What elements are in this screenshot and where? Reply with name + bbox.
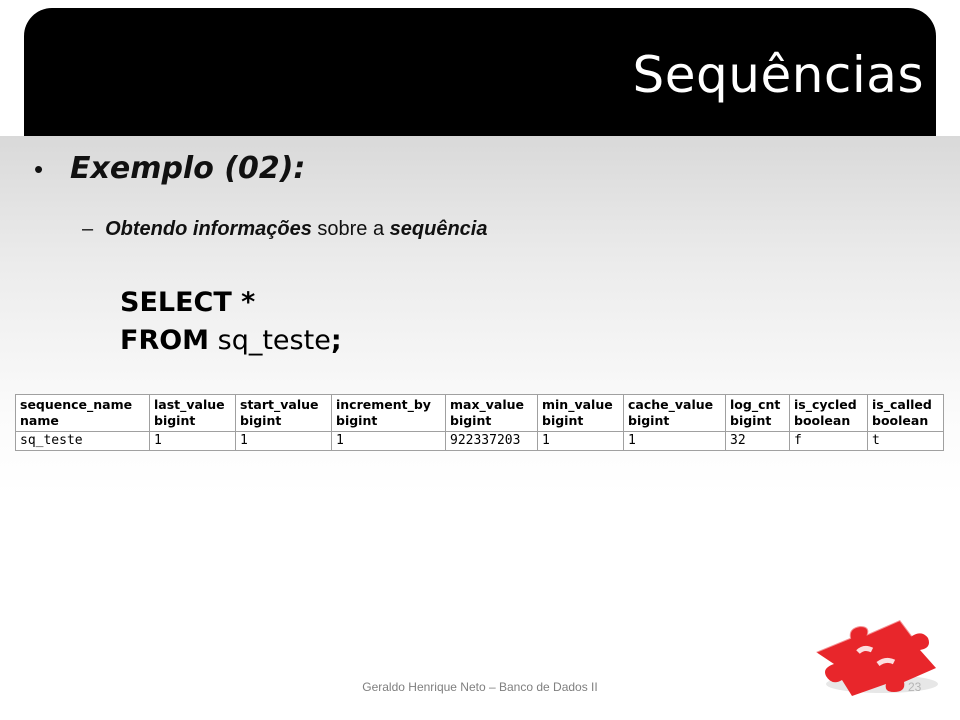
dash-icon: – [82,218,94,240]
from-keyword: FROM [120,325,210,356]
title-bar: Sequências [24,8,936,136]
sub-bullet-connector: sobre a [311,218,390,240]
table-cell[interactable]: 1 [331,431,446,451]
sub-bullet: –Obtendo informações sobre a sequência [82,218,487,241]
table-cell[interactable]: 1 [149,431,236,451]
code-line-1: SELECT * [120,284,342,322]
puzzle-piece-logo-icon [815,618,938,696]
table-identifier: sq_teste [209,325,331,356]
bullet-dot-icon: • [34,154,44,184]
table-row[interactable]: sq_teste 1 1 1 922337203 1 1 32 f t [15,431,944,451]
table-cell[interactable]: 1 [235,431,332,451]
table-cell[interactable]: f [789,431,868,451]
sub-bullet-emphasis-2: sequência [389,218,488,240]
table-cell[interactable]: 1 [623,431,726,451]
select-keyword: SELECT * [120,287,256,318]
table-cell[interactable]: sq_teste [15,431,150,451]
sub-bullet-emphasis-1: Obtendo informações [105,218,312,240]
slide-title: Sequências [632,46,924,104]
statement-terminator: ; [330,325,342,356]
code-line-2: FROM sq_teste; [120,322,342,360]
table-cell[interactable]: 1 [537,431,624,451]
footer-text: Geraldo Henrique Neto – Banco de Dados I… [362,680,598,694]
sql-code-block: SELECT * FROM sq_teste; [120,284,342,360]
table-cell[interactable]: 32 [725,431,790,451]
table-cell[interactable]: 922337203 [445,431,538,451]
table-cell[interactable]: t [867,431,944,451]
bullet-text: Exemplo (02): [70,151,306,186]
